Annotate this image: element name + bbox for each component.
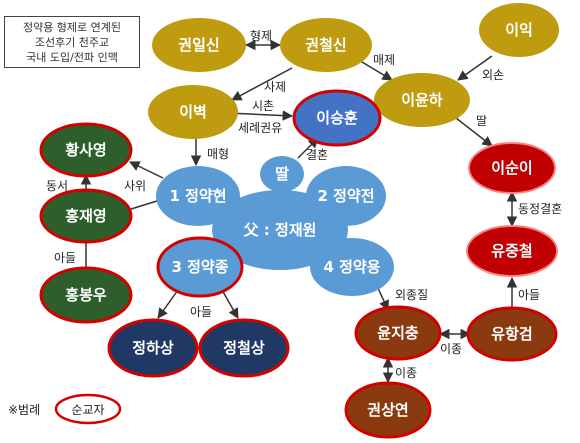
jeonghasang-label: 정하상 <box>132 339 174 357</box>
edge-labels: 형제 매제 외손 사제 시촌 세례권유 딸 매형 결혼 동서 사위 아들 동정결… <box>46 29 562 380</box>
jeonghasang-node[interactable] <box>107 318 199 378</box>
legend-martyr-swatch <box>54 393 122 425</box>
legend-martyr-label: 순교자 <box>71 403 104 417</box>
jeongyakjong-label: 3 정약종 <box>171 258 228 276</box>
edge-label-sawi: 사위 <box>124 179 146 193</box>
edge-label-oejongjil: 외종질 <box>395 288 428 302</box>
edge-iyunha-isuni <box>455 117 493 147</box>
gwonsangyeon-node[interactable] <box>344 381 432 439</box>
gwonilsin-label: 권일신 <box>178 36 219 54</box>
edge-label-oeson: 외손 <box>482 68 504 82</box>
yunjichung-node[interactable] <box>354 305 442 361</box>
iyunha-label: 이윤하 <box>401 91 443 109</box>
edge-label-maeje: 매제 <box>373 53 395 67</box>
jeongyakyong-label: 4 정약용 <box>323 258 380 276</box>
olive-nodes: 권일신 권철신 이익 이벽 이윤하 <box>148 3 559 139</box>
edge-label-adeul-yu: 아들 <box>518 288 540 302</box>
yuhanggeom-node[interactable] <box>466 306 558 362</box>
brown-nodes: 윤지충 유항검 권상연 <box>344 305 558 439</box>
jeongcheolsang-node[interactable] <box>198 318 290 378</box>
edge-jeongyakyong-yunjichung <box>377 287 389 311</box>
hongjaeyeong-node[interactable] <box>39 188 133 244</box>
edge-iik-iyunha <box>457 55 493 81</box>
edge-label-ijong-gwon: 이종 <box>395 366 417 380</box>
iseunghun-label: 이승훈 <box>316 109 358 127</box>
edge-label-sichon: 시촌 <box>252 99 274 113</box>
ibyeok-node[interactable] <box>148 85 238 139</box>
ibyeok-label: 이벽 <box>179 103 207 121</box>
edge-jeongyakhyeon-hwangsayeong <box>129 161 164 179</box>
title-box: 정약용 형제로 연계된 조선후기 천주교 국내 도입/전파 인맥 <box>4 16 140 68</box>
daughter-node[interactable] <box>260 156 304 192</box>
edge-label-ttal-yun: 딸 <box>476 114 487 128</box>
edge-label-dongjeonggyeolhon: 동정결혼 <box>518 202 562 216</box>
jeongyakhyeon-label: 1 정약현 <box>169 187 226 205</box>
red-nodes: 이순이 유중철 <box>466 142 558 277</box>
legend: ※범례 순교자 <box>8 393 122 425</box>
jeongyakyong-node[interactable] <box>310 238 394 296</box>
iik-label: 이익 <box>505 21 533 39</box>
gwonsangyeon-label: 권상연 <box>367 401 408 419</box>
jeongyakjong-node[interactable] <box>156 236 244 298</box>
edges <box>80 39 518 384</box>
hwangsayeong-node[interactable] <box>39 122 133 178</box>
edge-label-gyeolhon: 결혼 <box>306 148 328 162</box>
edge-label-hyeongje: 형제 <box>250 29 272 43</box>
edge-label-saje: 사제 <box>264 80 286 94</box>
jeongyakjeon-node[interactable] <box>306 166 386 226</box>
title-line-3: 국내 도입/전파 인맥 <box>26 51 118 64</box>
edge-ibyeok-iseunghun <box>227 110 294 121</box>
iyunha-node[interactable] <box>374 73 470 127</box>
navy-nodes: 정하상 정철상 <box>107 318 290 378</box>
gwonilsin-node[interactable] <box>152 18 246 72</box>
hwangsayeong-label: 황사영 <box>65 141 106 159</box>
edge-jeongyakjong-jeonghasang <box>157 289 179 319</box>
hongjaeyeong-label: 홍재영 <box>65 207 106 225</box>
daughter-label: 딸 <box>275 165 289 183</box>
edge-jeongyakhyeon-hongjaeyeong <box>127 199 161 211</box>
iik-node[interactable] <box>479 3 559 57</box>
iseunghun-node[interactable] <box>292 89 382 147</box>
yunjichung-label: 윤지충 <box>377 324 419 342</box>
hongbongu-node[interactable] <box>39 266 133 324</box>
yuhanggeom-label: 유항검 <box>491 325 532 343</box>
title-line-2: 조선후기 천주교 <box>34 36 110 49</box>
edge-jeongyakjong-jeongcheolsang <box>221 289 239 319</box>
yujungcheol-node[interactable] <box>466 225 558 277</box>
title-line-1: 정약용 형제로 연계된 <box>22 21 122 34</box>
yujungcheol-label: 유중철 <box>491 242 532 260</box>
edge-label-adeul-jeong: 아들 <box>190 305 212 319</box>
isuni-node[interactable] <box>468 142 556 194</box>
legend-mark: ※범례 <box>8 403 40 417</box>
hongbongu-label: 홍봉우 <box>65 286 107 304</box>
isuni-label: 이순이 <box>491 159 532 177</box>
edge-label-dongseo: 동서 <box>46 179 68 193</box>
jeongyakjeon-label: 2 정약전 <box>317 187 374 205</box>
edge-label-maehyeong: 매형 <box>207 147 229 161</box>
edge-label-seryegwonyu: 세례권유 <box>238 121 282 135</box>
green-nodes: 황사영 홍재영 홍봉우 <box>39 122 133 324</box>
gwoncheolsin-node[interactable] <box>280 18 372 72</box>
gwoncheolsin-label: 권철신 <box>305 36 346 54</box>
father-label: 父 : 정재원 <box>243 221 317 239</box>
jeong-family-cluster: 父 : 정재원 1 정약현 2 정약전 3 정약종 4 정약용 딸 <box>156 156 394 298</box>
edge-label-ijong-yu: 이종 <box>440 342 462 356</box>
jeongcheolsang-label: 정철상 <box>223 339 265 357</box>
jeongyakhyeon-node[interactable] <box>156 166 240 226</box>
edge-label-adeul-hong: 아들 <box>54 251 76 265</box>
edge-gwoncheolsin-ibyeok <box>231 67 293 101</box>
